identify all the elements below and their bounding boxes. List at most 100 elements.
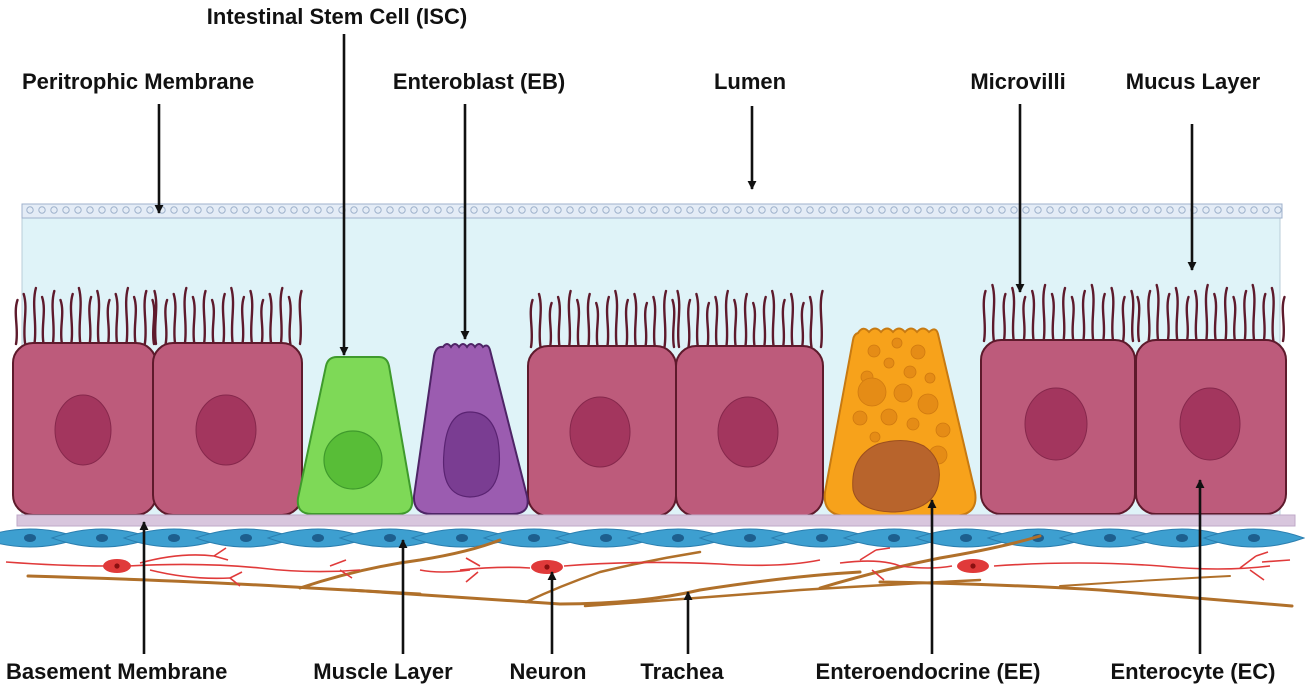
microvillus — [808, 295, 813, 349]
microvillus — [1062, 286, 1067, 343]
microvillus — [781, 298, 786, 349]
microvillus — [614, 289, 619, 349]
microvillus — [567, 289, 572, 349]
label-lumen: Lumen — [713, 69, 787, 94]
microvillus — [268, 292, 273, 346]
microvillus — [40, 295, 46, 346]
microvillus — [59, 298, 64, 346]
microvillus — [240, 295, 246, 346]
microvillus — [671, 298, 676, 349]
microvilli-group — [14, 283, 1286, 349]
microvillus — [537, 292, 542, 349]
muscle-cell-nucleus — [960, 534, 972, 542]
microvillus — [1136, 295, 1141, 343]
intestinal-stem-cell-nucleus — [323, 430, 383, 490]
pointer-arrows — [139, 34, 1205, 654]
label-peritrophic-membrane: Peritrophic Membrane — [22, 69, 255, 94]
muscle-cell-nucleus — [1104, 534, 1116, 542]
microvillus — [586, 292, 591, 349]
microvillus — [1081, 289, 1086, 343]
microvillus — [529, 298, 534, 349]
muscle-cell-nucleus — [96, 534, 108, 542]
microvillus — [164, 298, 169, 346]
microvillus — [724, 289, 729, 349]
trachea-network — [26, 534, 1294, 608]
microvillus — [1232, 295, 1237, 343]
microvillus — [151, 298, 156, 346]
label-mucus-layer: Mucus Layer — [1125, 69, 1261, 94]
microvillus — [1022, 295, 1027, 343]
muscle-cell-nucleus — [600, 534, 612, 542]
microvillus — [789, 292, 795, 349]
muscle-cell-nucleus — [24, 534, 36, 542]
muscle-cell-nucleus — [456, 534, 468, 542]
microvillus — [633, 292, 638, 349]
microvillus — [1042, 283, 1047, 343]
muscle-cell-nucleus — [1248, 534, 1260, 542]
microvillus — [1270, 286, 1275, 343]
microvillus — [1213, 292, 1218, 343]
microvillus — [743, 292, 748, 349]
microvillus — [1031, 289, 1036, 343]
microvillus — [1121, 295, 1126, 343]
microvillus — [153, 289, 158, 346]
microvillus — [676, 289, 681, 349]
microvillus — [172, 292, 177, 346]
label-enterocyte: Enterocyte (EC) — [1110, 659, 1276, 684]
muscle-cell-nucleus — [816, 534, 828, 542]
microvillus — [183, 286, 188, 346]
microvillus — [1050, 292, 1055, 343]
microvillus — [752, 301, 757, 349]
microvillus — [1251, 283, 1256, 343]
microvillus — [1110, 286, 1115, 343]
microvillus — [51, 289, 56, 346]
microvillus — [1166, 292, 1171, 343]
microvillus — [96, 289, 101, 346]
label-muscle-layer: Muscle Layer — [313, 659, 453, 684]
microvillus — [705, 301, 711, 349]
label-basement-membrane: Basement Membrane — [6, 659, 228, 684]
microvillus — [1262, 292, 1267, 343]
enterocyte-nucleus-2 — [195, 394, 257, 466]
neuron-cell-bodies — [103, 559, 989, 574]
microvillus — [1130, 289, 1135, 343]
muscle-cell-nucleus — [1176, 534, 1188, 542]
microvillus — [260, 298, 265, 346]
microvillus — [595, 301, 600, 349]
microvillus — [1185, 295, 1190, 343]
microvillus — [1174, 286, 1179, 343]
microvillus — [1204, 283, 1209, 343]
label-enteroblast: Enteroblast (EB) — [392, 69, 566, 94]
microvillus — [69, 292, 74, 346]
microvillus — [991, 283, 996, 343]
enterocyte-nucleus-5 — [1024, 387, 1088, 461]
muscle-cell-nucleus — [744, 534, 756, 542]
microvillus — [982, 289, 987, 343]
enterocyte-nucleus-1 — [54, 394, 112, 466]
microvillus — [652, 295, 657, 349]
microvillus — [1090, 283, 1095, 343]
microvillus — [762, 295, 767, 349]
microvillus — [143, 289, 148, 346]
enterocyte-nucleus-6 — [1179, 387, 1241, 461]
microvillus — [1011, 286, 1016, 343]
microvillus — [32, 286, 38, 346]
microvillus — [576, 298, 581, 349]
microvillus — [77, 286, 82, 346]
microvillus — [287, 295, 292, 346]
microvillus — [556, 295, 562, 349]
microvillus — [1155, 283, 1160, 343]
microvillus — [800, 301, 805, 349]
microvillus — [733, 298, 738, 349]
microvillus — [230, 286, 235, 346]
microvillus — [714, 295, 719, 349]
enterocyte-nucleus-4 — [717, 396, 779, 468]
basement-membrane — [16, 514, 1296, 527]
muscle-cell-nucleus — [888, 534, 900, 542]
microvillus — [1281, 295, 1286, 343]
microvillus — [695, 292, 700, 349]
microvillus — [771, 289, 776, 349]
microvillus — [249, 289, 254, 346]
microvillus — [210, 298, 216, 346]
